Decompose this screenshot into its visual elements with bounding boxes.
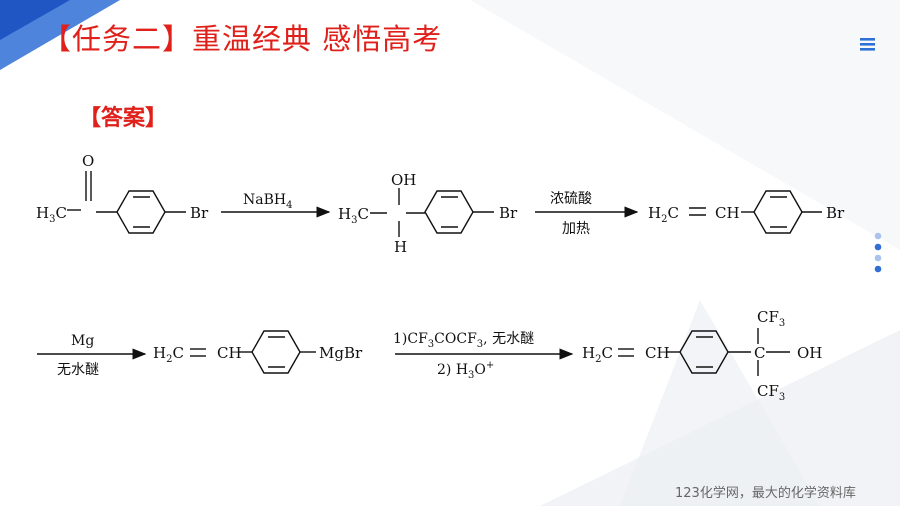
reagent-h3o-plus: 2) H3O+	[437, 360, 494, 381]
solvent-ether: 无水醚	[57, 362, 99, 378]
product-h2c: H2C	[582, 344, 613, 365]
product-cf3-bottom: CF3	[757, 382, 785, 403]
product-ch: CH	[645, 344, 670, 362]
grignard-h2c: H2C	[153, 344, 184, 365]
reactant-br: Br	[190, 204, 209, 222]
styrene-br: Br	[826, 204, 845, 222]
reagent-hexafluoroacetone: 1)CF3COCF3, 无水醚	[393, 331, 534, 350]
menu-icon[interactable]	[858, 34, 878, 54]
answer-label: 【答案】	[79, 105, 168, 131]
intermediate-br: Br	[499, 204, 518, 222]
reagent-mg: Mg	[71, 333, 94, 349]
styrene-h2c: H2C	[648, 204, 679, 225]
intermediate-h: H	[394, 238, 407, 256]
product-cf3-top: CF3	[757, 308, 785, 329]
product-oh: OH	[797, 344, 822, 362]
watermark: 123化学网，最大的化学资料库	[675, 486, 856, 501]
styrene-ch: CH	[715, 204, 740, 222]
slide-nav-dots[interactable]	[873, 232, 883, 276]
condition-heat: 加热	[562, 221, 590, 237]
reactant-o: O	[82, 152, 94, 170]
reagent-conc-h2so4: 浓硫酸	[550, 191, 592, 207]
reagent-nabh4: NaBH4	[243, 192, 292, 211]
grignard-ch: CH	[217, 344, 242, 362]
product-quaternary-c: C	[754, 344, 765, 362]
reactant-h3c: H3C	[36, 204, 67, 225]
intermediate-h3c: H3C	[338, 205, 369, 226]
page-title: 【任务二】重温经典 感悟高考	[42, 22, 443, 56]
grignard-mgbr: MgBr	[319, 344, 363, 362]
intermediate-oh: OH	[391, 171, 416, 189]
